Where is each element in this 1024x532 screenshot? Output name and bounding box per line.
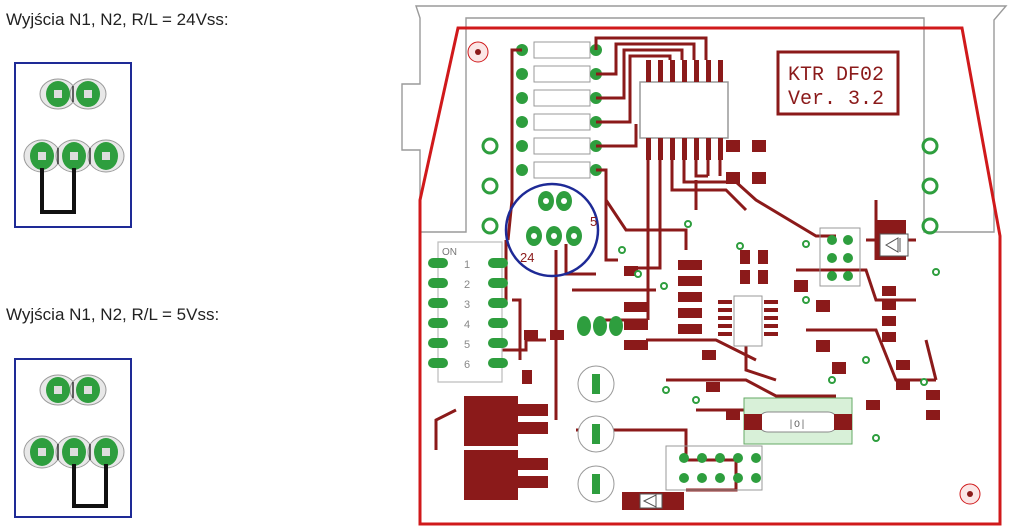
vias	[618, 220, 940, 442]
caption-24v: Wyjścia N1, N2, R/L = 24Vss:	[6, 10, 229, 29]
housing-outline	[401, 5, 1008, 233]
crystal: |O|	[743, 397, 853, 445]
board-label-line2: Ver. 3.2	[788, 88, 884, 111]
svg-text:2: 2	[464, 279, 470, 291]
svg-text:3: 3	[464, 299, 470, 311]
connector-three-pad	[577, 316, 623, 336]
board-outline-red	[418, 26, 1002, 526]
edge-connector-right	[921, 137, 939, 235]
ic-top-pins	[646, 60, 723, 160]
edge-connector-left	[481, 137, 499, 235]
header-right	[819, 227, 861, 287]
jumper-wire-24v	[40, 168, 76, 214]
diode-bottom	[622, 492, 684, 510]
jumper-highlight-circle	[504, 182, 600, 278]
jumper-diagram-5v	[14, 358, 132, 518]
jumper-wire-5v	[72, 464, 108, 508]
svg-text:4: 4	[464, 319, 470, 331]
svg-text:|O|: |O|	[788, 419, 806, 431]
board-label-line1: KTR DF02	[788, 64, 884, 87]
header-bottom	[665, 445, 763, 491]
svg-text:1: 1	[464, 259, 470, 271]
capacitor	[577, 415, 615, 453]
smd-pads	[522, 140, 940, 420]
jumper-top-pair	[39, 374, 107, 406]
mounting-hole	[467, 41, 489, 63]
ic-qfp	[718, 295, 778, 347]
pcb-layout: KTR DF02 Ver. 3.2	[401, 5, 1008, 526]
svg-text:5: 5	[464, 339, 470, 351]
regulator-2	[464, 450, 548, 500]
mounting-hole	[959, 483, 981, 505]
dip-switch-on-label: ON	[442, 247, 457, 258]
jumper-label-24: 24	[520, 250, 534, 265]
regulator-1	[464, 396, 548, 446]
jumper-bottom-triple	[23, 435, 125, 469]
ic-top	[639, 81, 729, 139]
jumper-diagram-24v	[14, 62, 132, 228]
dip-switch-numbers: 1 2 3 4 5 6	[464, 259, 470, 371]
jumper-bottom-triple	[23, 139, 125, 173]
board-label-box	[776, 50, 900, 116]
capacitor	[577, 465, 615, 503]
capacitor	[577, 365, 615, 403]
dip-switch-pads	[428, 258, 508, 368]
jumper-label-5: 5	[590, 214, 597, 229]
caption-5v: Wyjścia N1, N2, R/L = 5Vss:	[6, 305, 220, 324]
diode-top-right	[879, 233, 909, 257]
jumper-top-pair	[39, 78, 107, 110]
resistor-array	[516, 41, 602, 179]
pcb-jumper-block	[526, 191, 582, 246]
svg-text:6: 6	[464, 359, 470, 371]
